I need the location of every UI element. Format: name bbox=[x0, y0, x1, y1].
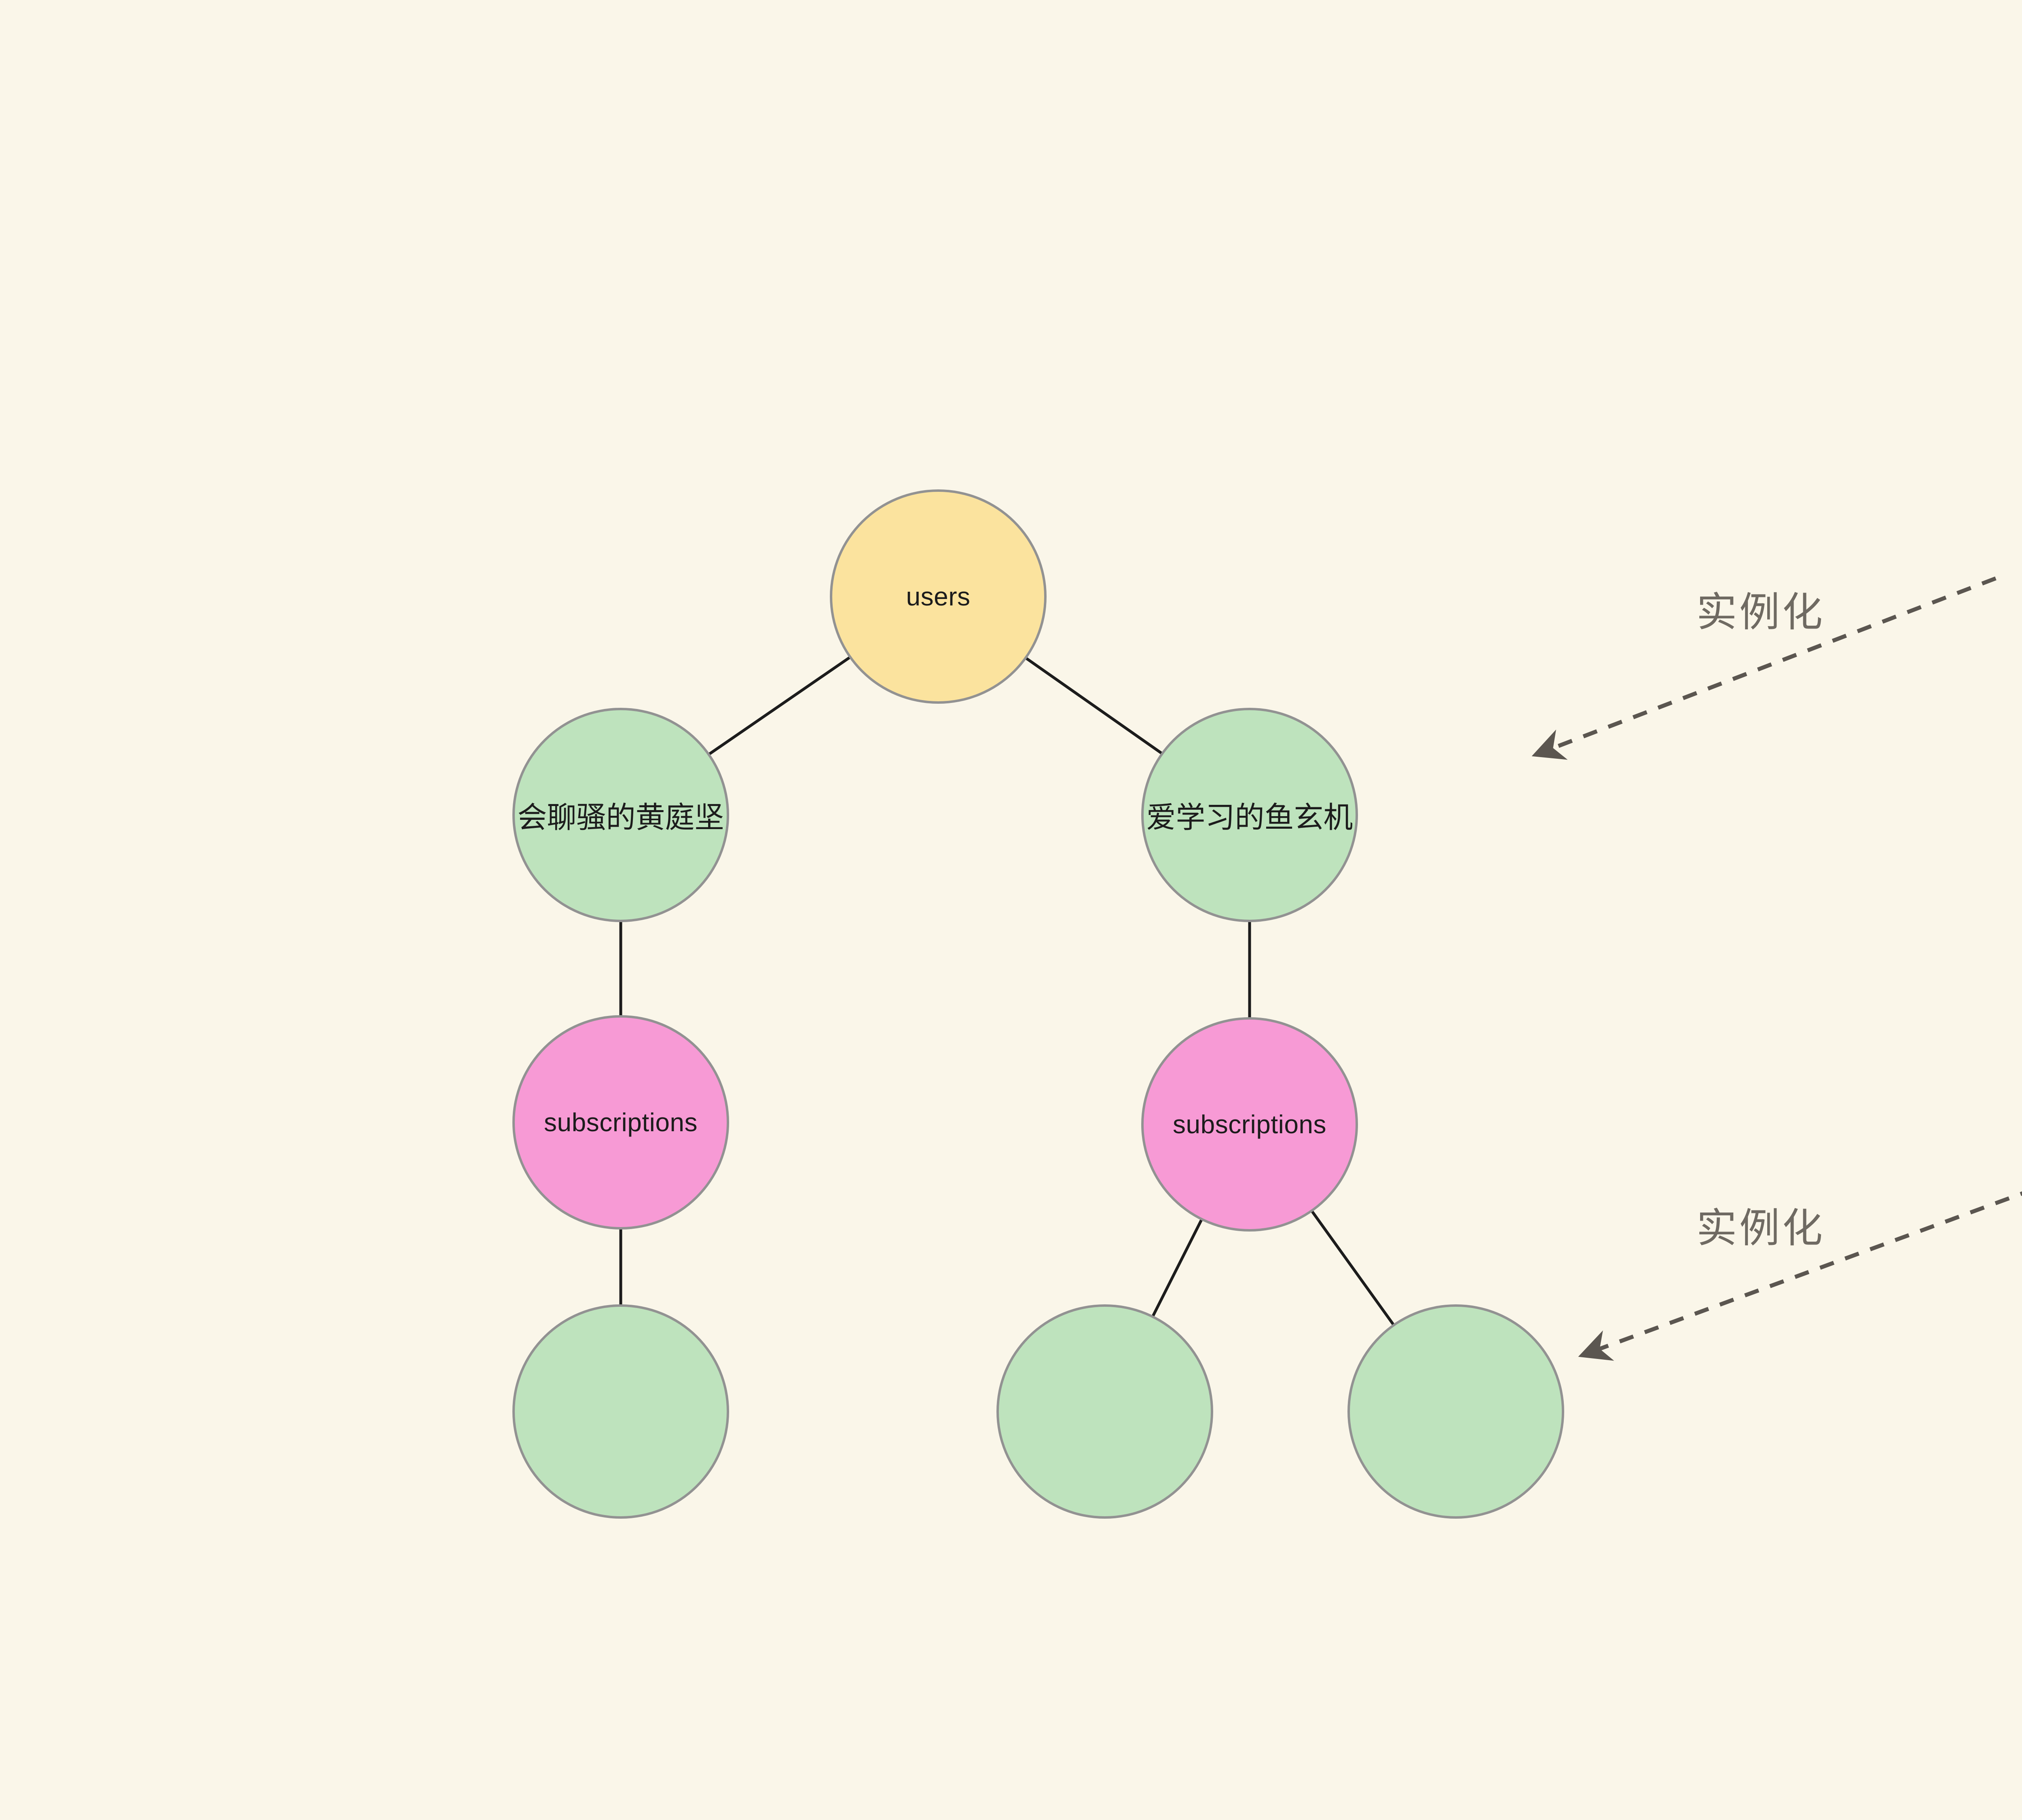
tree-node-user-right: 爱学习的鱼玄机 bbox=[1141, 708, 1358, 922]
instantiate-arrow-user bbox=[1531, 576, 1997, 760]
instantiate-label-top: 实例化 bbox=[1696, 590, 1825, 635]
tree-node-subscriptions-right-label: subscriptions bbox=[1173, 1110, 1326, 1139]
tree-node-users-label: users bbox=[906, 582, 971, 611]
tree-node-subscription-instance-1 bbox=[512, 1304, 729, 1519]
tree-node-subscription-instance-3 bbox=[1347, 1304, 1564, 1519]
instantiate-label-bottom: 实例化 bbox=[1696, 1206, 1825, 1251]
tree-node-subscription-instance-2 bbox=[996, 1304, 1213, 1519]
tree-node-subscriptions-right: subscriptions bbox=[1141, 1017, 1358, 1232]
tree-node-user-left: 会聊骚的黄庭坚 bbox=[512, 708, 729, 922]
tree-node-subscriptions-left-label: subscriptions bbox=[544, 1108, 698, 1137]
tree-node-user-left-label: 会聊骚的黄庭坚 bbox=[517, 801, 724, 834]
tree-node-users: users bbox=[830, 489, 1047, 704]
tree-node-subscriptions-left: subscriptions bbox=[512, 1015, 729, 1230]
tree-node-user-right-label: 爱学习的鱼玄机 bbox=[1146, 801, 1353, 834]
